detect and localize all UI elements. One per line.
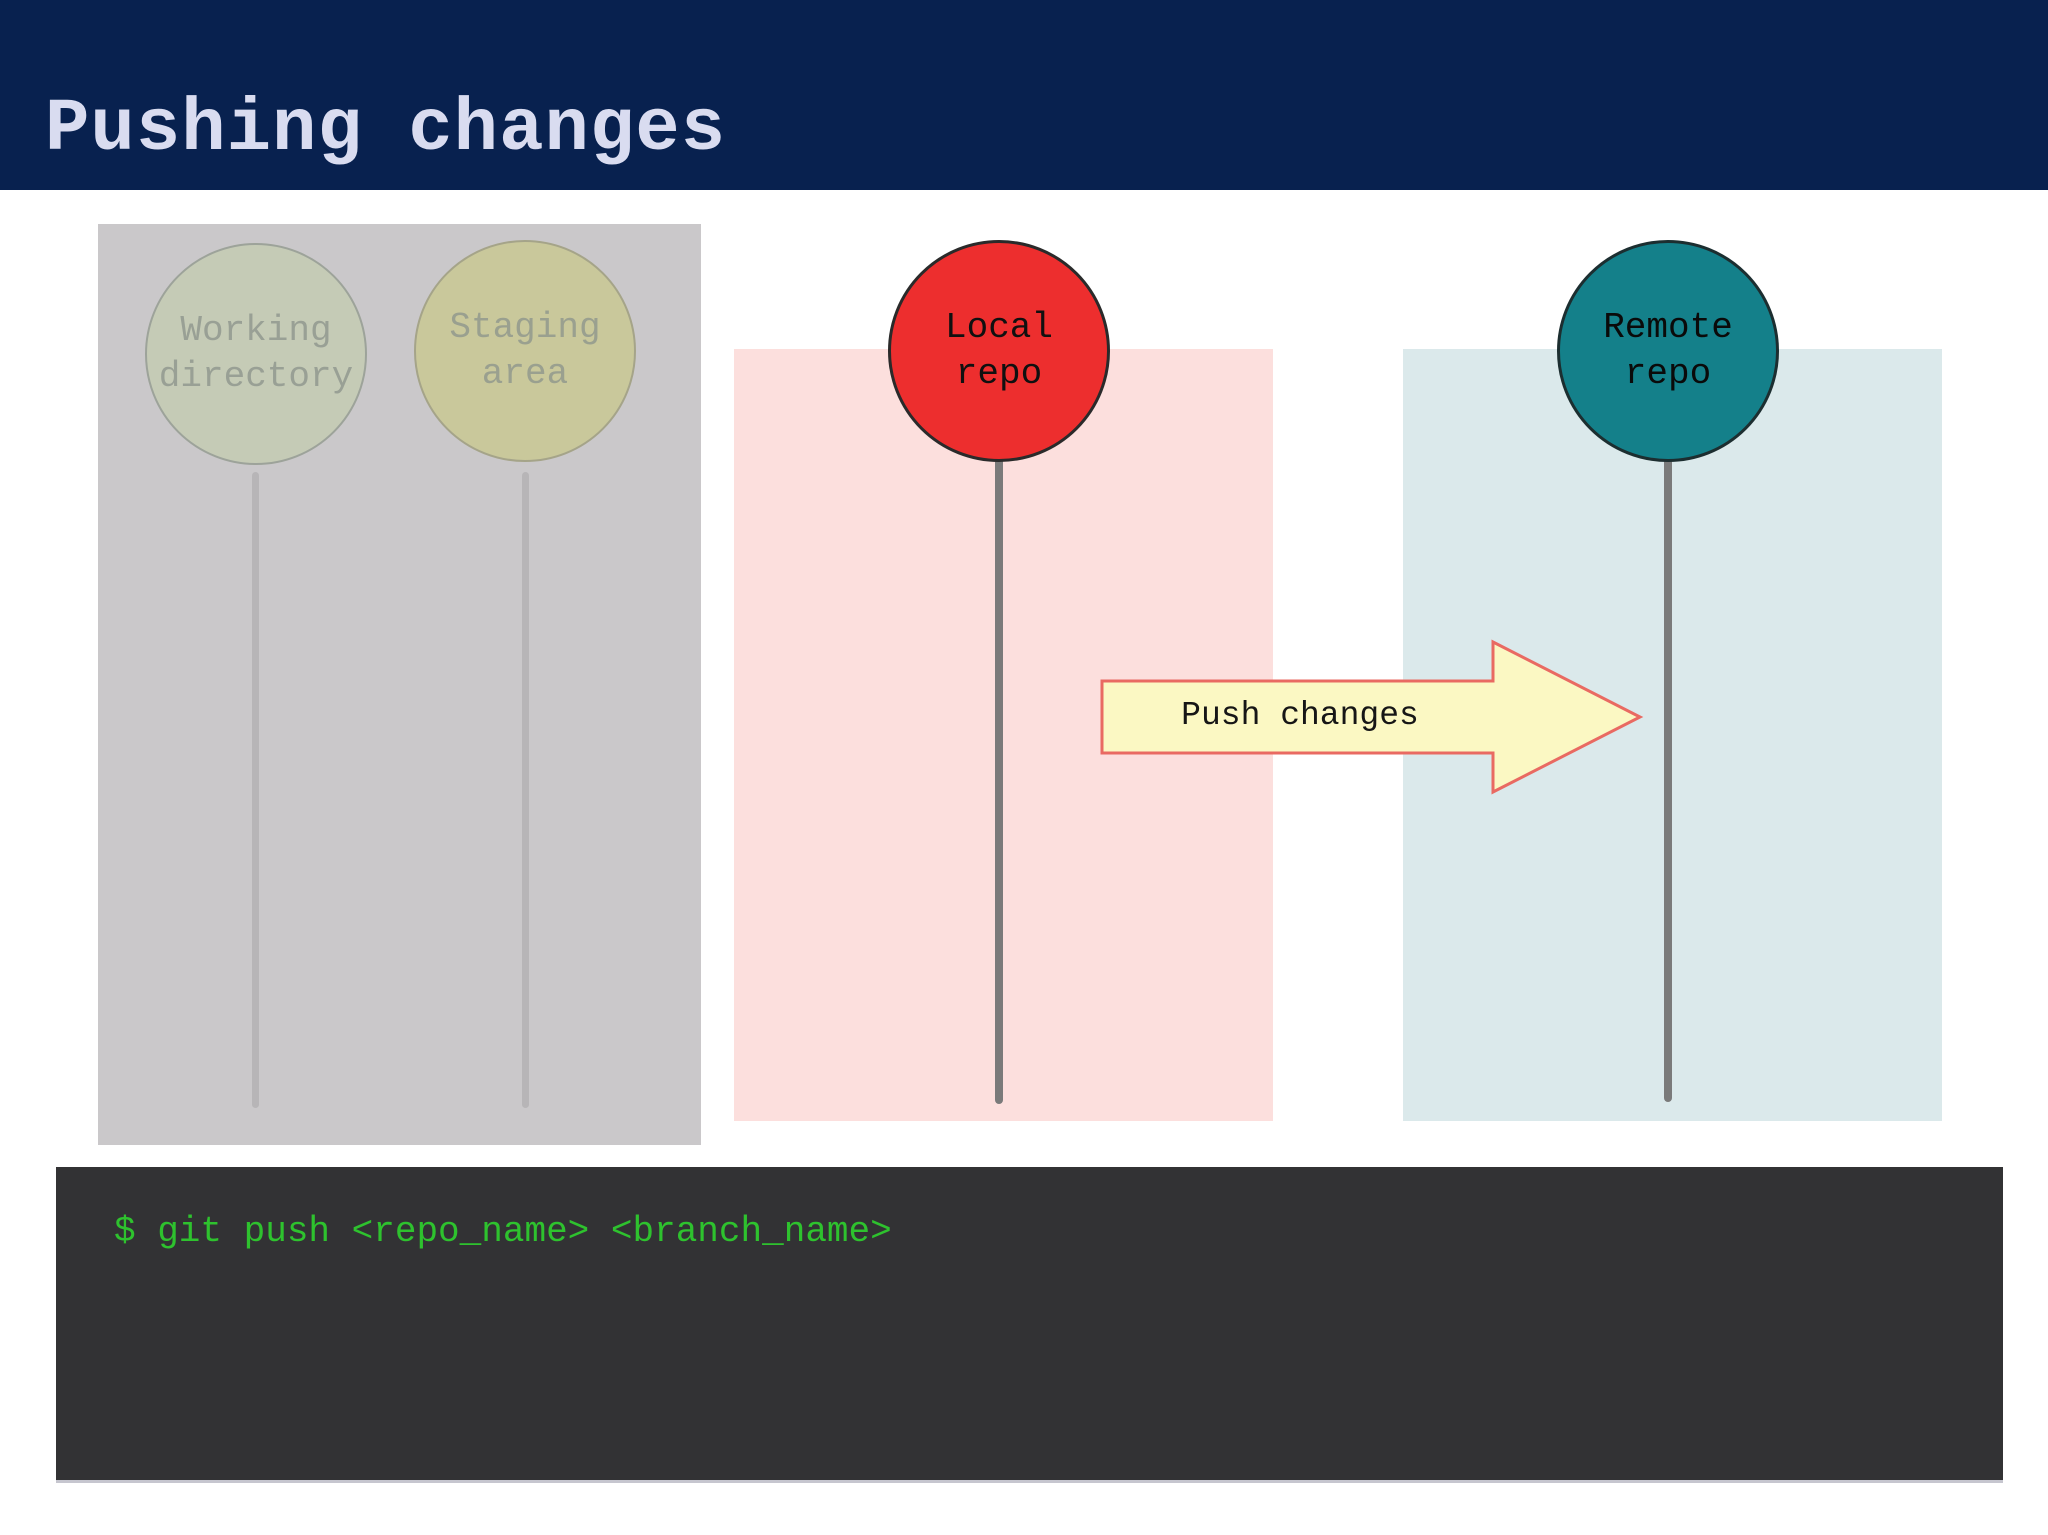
node-label-line: Remote [1603,307,1733,348]
node-label-line: Staging [449,307,601,348]
local-repo-timeline [995,455,1003,1104]
node-label-line: Local [944,307,1054,348]
staging-area-timeline [522,472,529,1108]
push-arrow-label: Push changes [1181,697,1419,734]
local-repo-node: Local repo [888,240,1110,462]
node-label-line: repo [1624,353,1712,394]
remote-repo-node: Remote repo [1557,240,1779,462]
working-directory-timeline [252,472,259,1108]
node-label-line: area [481,353,569,394]
node-label-line: directory [158,356,354,397]
node-label-line: repo [955,353,1043,394]
slide-header: Pushing changes [0,0,2048,190]
terminal-command: $ git push <repo_name> <branch_name> [114,1211,892,1252]
push-changes-arrow-icon [1100,639,1644,795]
working-directory-node: Working directory [145,243,367,465]
page-title: Pushing changes [45,88,727,172]
terminal-panel: $ git push <repo_name> <branch_name> [56,1167,2003,1483]
node-label-line: Working [180,310,332,351]
push-arrow-shape [1100,639,1644,795]
remote-repo-timeline [1664,455,1672,1102]
staging-area-node: Staging area [414,240,636,462]
